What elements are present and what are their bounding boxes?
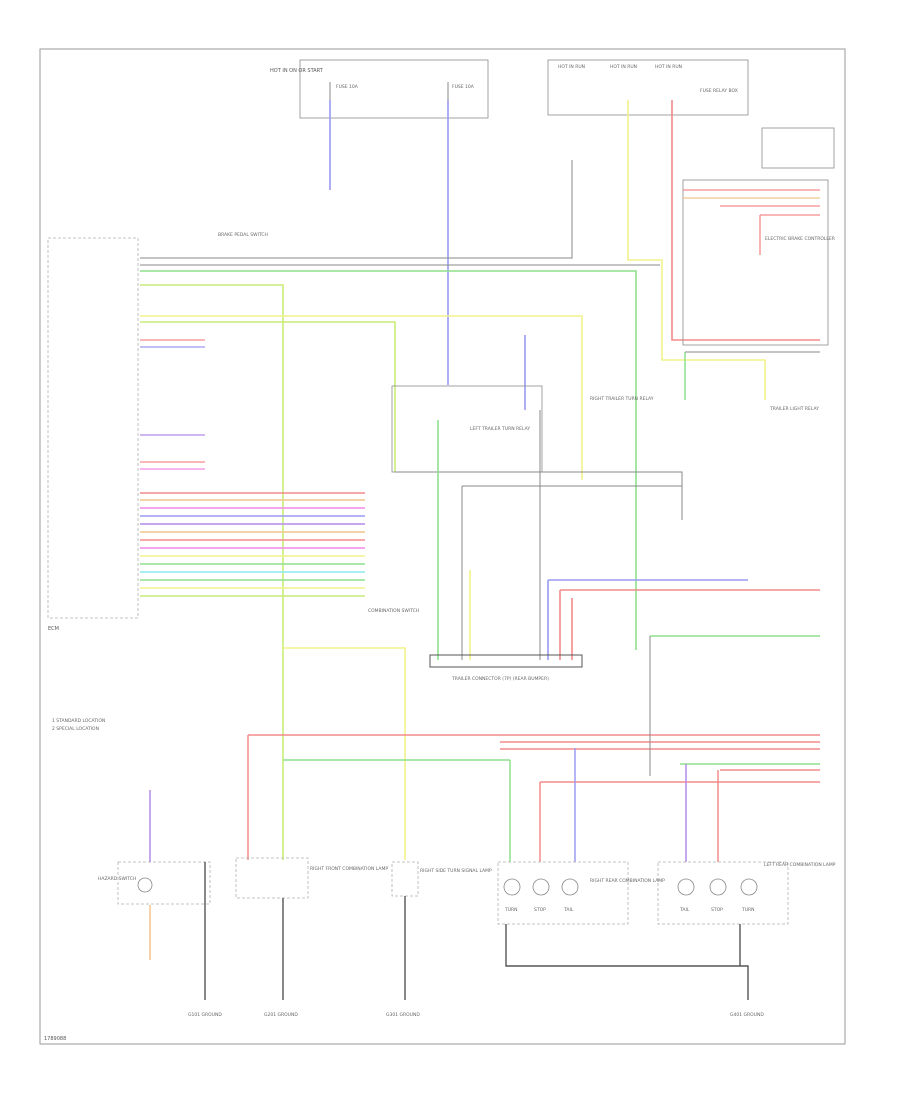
lr-lamp-turn: TURN [741,907,755,913]
trailer-light-relay-label: TRAILER LIGHT RELAY [769,406,819,412]
right-front-combo-label: RIGHT FRONT COMBINATION LAMP [310,866,388,872]
right-front-combo-box [235,857,309,899]
rr-lamp-stop: STOP [534,907,546,913]
legend-line-2: 2 SPECIAL LOCATION [52,726,99,732]
wire-green-long [140,270,637,650]
electric-brake-label: ELECTRIC BRAKE CONTROLLER [765,236,835,242]
ecm-title: ECM [48,626,59,632]
wire-rear-ground-bus [505,924,749,1000]
rr-lamp-turn: TURN [504,907,518,913]
wire-yg-trailer [140,321,396,472]
right-trailer-relay-label: RIGHT TRAILER TURN RELAY [590,396,654,402]
combination-switch-bundle: COMBINATION SWITCH [140,492,419,614]
wire-yellowgreen-down [140,284,284,860]
top-fuse-block-left: HOT IN ON OR START FUSE 10A FUSE 10A [270,59,489,119]
left-rear-combo-label: LEFT REAR COMBINATION LAMP [764,862,836,868]
fuse-10a-a: FUSE 10A [336,84,359,90]
rear-lamp-bundle [247,636,820,862]
electric-brake-box [682,179,829,346]
rr-lamp-tail: TAIL [563,907,574,913]
lr-lamp-stop: STOP [711,907,723,913]
left-trailer-relay-label: LEFT TRAILER TURN RELAY [470,426,530,432]
ground-label-3: G301 GROUND [386,1012,420,1018]
ground-label-2: G201 GROUND [264,1012,298,1018]
top-fuse-block-right: HOT IN RUN HOT IN RUN HOT IN RUN FUSE RE… [547,59,749,116]
left-rear-combo-box [657,861,789,925]
wire-yellow-side-turn [283,647,406,860]
hot-run-2: HOT IN RUN [610,64,637,70]
trailer-connector [429,654,583,668]
wire-gray-bus [395,471,683,520]
hazard-switch-box [117,861,211,905]
ecm-block: ECM [47,237,139,632]
right-side-turn-label: RIGHT SIDE TURN SIGNAL LAMP [420,868,492,874]
hot-run-1: HOT IN RUN [558,64,585,70]
diagram-frame [39,48,846,1045]
right-rear-combo-label: RIGHT REAR COMBINATION LAMP [590,878,665,884]
wire-yellow-right [627,100,766,400]
legend-line-1: 1 STANDARD LOCATION [52,718,105,724]
top-right-module [761,127,835,169]
right-rear-combo-box [497,861,629,925]
hazard-switch-label: HAZARD SWITCH [98,876,136,882]
wire-gray-top [140,160,573,259]
hazard-indicator-bulb [137,877,153,893]
fuse-10a-b: FUSE 10A [452,84,475,90]
ground-label-1: G101 GROUND [188,1012,222,1018]
right-side-turn-box [391,861,419,897]
combination-switch-label: COMBINATION SWITCH [368,608,419,614]
page-code: 1789088 [44,1036,66,1042]
lr-lamp-tail: TAIL [679,907,690,913]
trailer-connector-label: TRAILER CONNECTOR (7P) (REAR BUMPER) [451,676,549,682]
hot-run-3: HOT IN RUN [655,64,682,70]
lr-bulb-3 [740,878,758,896]
wire-red-top-right [671,100,820,341]
rr-bulb-3 [561,878,579,896]
fuse-relay-box-label: FUSE RELAY BOX [700,88,738,94]
rr-bulb-2 [532,878,550,896]
lr-bulb-1 [677,878,695,896]
wire-yellow-trailer [140,315,583,480]
hot-label-left: HOT IN ON OR START [270,68,324,74]
lr-bulb-2 [709,878,727,896]
ground-label-4: G401 GROUND [730,1012,764,1018]
brake-switch-label: BRAKE PEDAL SWITCH [218,232,268,238]
rr-bulb-1 [503,878,521,896]
